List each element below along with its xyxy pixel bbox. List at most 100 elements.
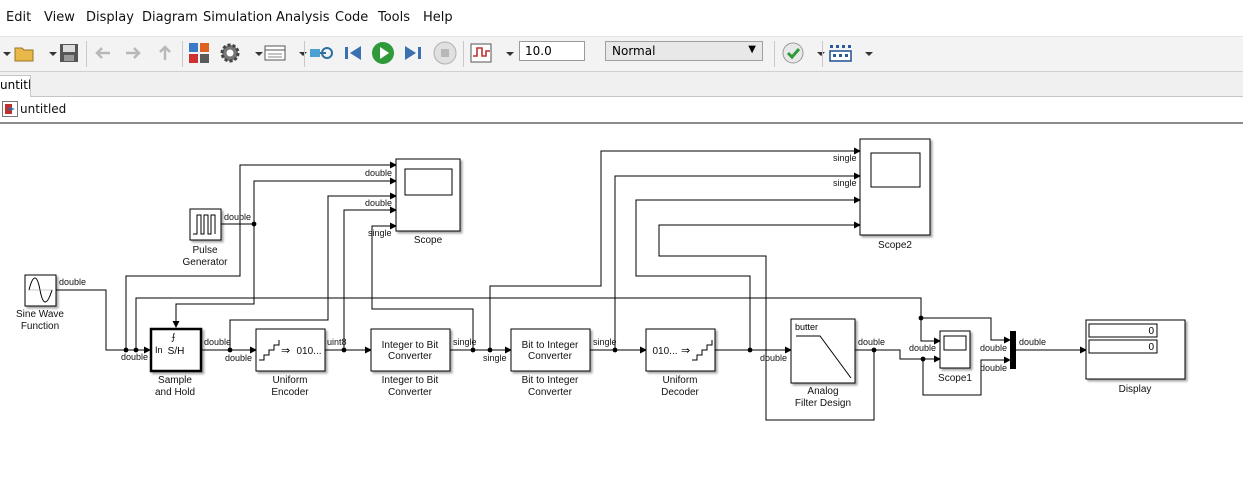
- build-icon[interactable]: [827, 40, 853, 66]
- sig-mux-in2: double: [980, 363, 1007, 373]
- sine-label-1: Sine Wave: [16, 309, 64, 320]
- sine-to-scope-line[interactable]: [125, 161, 397, 350]
- sig-sh-in: double: [121, 352, 148, 362]
- up-icon[interactable]: [152, 40, 178, 66]
- display-label: Display: [1119, 384, 1152, 395]
- menu-display[interactable]: Display: [86, 10, 134, 25]
- dec-to-scope2-line[interactable]: [635, 196, 861, 350]
- filter-label-1: Analog: [807, 386, 838, 397]
- uniform-decoder-block[interactable]: 010... ⇒ Uniform Decoder: [645, 328, 716, 398]
- simulation-mode-select[interactable]: Normal ▼: [605, 41, 763, 61]
- i2b-label-1: Integer to Bit: [382, 375, 439, 386]
- sample-and-hold-block[interactable]: ⨍ In S/H Sample and Hold: [149, 327, 203, 398]
- save-icon[interactable]: [56, 40, 82, 66]
- sig-mux-in1: double: [980, 343, 1007, 353]
- menu-edit[interactable]: Edit: [6, 10, 32, 25]
- filter-to-scope1-line[interactable]: [855, 349, 941, 363]
- chevron-down-icon: ▼: [748, 44, 756, 55]
- pulse-label-1: Pulse: [192, 245, 217, 256]
- bit-to-integer-block[interactable]: Bit to Integer Converter Bit to Integer …: [510, 328, 591, 398]
- pulse-label-2: Generator: [182, 257, 228, 268]
- step-back-icon[interactable]: [340, 40, 366, 66]
- filter-to-scope2-line[interactable]: [658, 221, 875, 421]
- filter-label-2: Filter Design: [795, 398, 851, 409]
- stop-time-input[interactable]: [519, 41, 585, 61]
- sine-wave-block[interactable]: Sine Wave Function: [16, 274, 64, 332]
- b2i-in-to-scope2-line[interactable]: [489, 147, 861, 350]
- model-canvas[interactable]: double double double double double uint8…: [0, 124, 1243, 501]
- b2i-to-scope2-line[interactable]: [614, 172, 861, 350]
- sig-scope-in2: double: [365, 198, 392, 208]
- run-icon[interactable]: [370, 40, 396, 66]
- scope1-block[interactable]: Scope1: [938, 330, 972, 384]
- arrow-icon: ⇒: [681, 345, 690, 357]
- signal-logging-icon[interactable]: [468, 40, 494, 66]
- library-browser-icon[interactable]: [186, 40, 212, 66]
- back-icon[interactable]: [90, 40, 116, 66]
- pulse-to-trigger-line[interactable]: [172, 224, 255, 328]
- model-icon: [2, 101, 18, 117]
- pulse-to-scope-line[interactable]: [253, 177, 397, 224]
- model-config-dropdown-icon[interactable]: [246, 40, 263, 66]
- sh-label-2: and Hold: [155, 387, 195, 398]
- sig-dec-in: double: [760, 353, 787, 363]
- dec-label-1: Uniform: [662, 375, 697, 386]
- trigger-icon: ⨍: [171, 332, 176, 342]
- toolbar: Normal ▼: [0, 36, 1243, 72]
- enc-label-1: Uniform: [272, 375, 307, 386]
- stop-icon[interactable]: [432, 40, 458, 66]
- sig-b2i-out: single: [593, 337, 617, 347]
- menu-bar: Edit View Display Diagram Simulation Ana…: [0, 0, 1243, 36]
- breadcrumb-model[interactable]: untitled: [20, 102, 67, 116]
- mux-block[interactable]: [1010, 331, 1016, 369]
- i2b-to-scope-line[interactable]: [371, 222, 474, 350]
- menu-analysis[interactable]: Analysis: [276, 10, 330, 25]
- menu-code[interactable]: Code: [335, 10, 369, 25]
- sig-scope-in1: double: [365, 168, 392, 178]
- model-config-icon[interactable]: [217, 40, 243, 66]
- sig-scope1-in: double: [909, 343, 936, 353]
- model-explorer-icon[interactable]: [262, 40, 288, 66]
- sh-to-scope-line[interactable]: [229, 192, 397, 350]
- step-forward-icon[interactable]: [400, 40, 426, 66]
- open-dropdown-icon[interactable]: [40, 40, 57, 66]
- menu-tools[interactable]: Tools: [378, 10, 411, 25]
- menu-view[interactable]: View: [44, 10, 75, 25]
- scope-label: Scope: [414, 235, 443, 246]
- b2i-label-1: Bit to Integer: [522, 375, 579, 386]
- check-icon[interactable]: [780, 40, 806, 66]
- menu-diagram[interactable]: Diagram: [142, 10, 198, 25]
- forward-icon[interactable]: [120, 40, 146, 66]
- uniform-encoder-block[interactable]: ⇒ 010... Uniform Encoder: [255, 328, 326, 398]
- menu-help[interactable]: Help: [423, 10, 453, 25]
- scope1-label: Scope1: [938, 373, 972, 384]
- enc-to-scope-line[interactable]: [343, 206, 397, 350]
- sh-label-1: Sample: [158, 375, 192, 386]
- sig-sh-out: double: [204, 337, 231, 347]
- b2i-label-2: Converter: [528, 387, 573, 398]
- sig-enc-out: uint8: [327, 337, 347, 347]
- new-model-icon[interactable]: [0, 40, 14, 66]
- scope-block[interactable]: Scope: [395, 158, 461, 246]
- filter-to-mux-line[interactable]: [922, 356, 1011, 396]
- update-diagram-icon[interactable]: [308, 40, 334, 66]
- open-icon[interactable]: [12, 40, 38, 66]
- model-explorer-dropdown-icon[interactable]: [290, 40, 307, 66]
- tab-untitled[interactable]: untitled: [0, 75, 31, 97]
- build-dropdown-icon[interactable]: [856, 40, 873, 66]
- scope2-block[interactable]: Scope2: [859, 138, 931, 251]
- pulse-generator-block[interactable]: Pulse Generator: [182, 208, 228, 268]
- check-dropdown-icon[interactable]: [808, 40, 825, 66]
- integer-to-bit-block[interactable]: Integer to Bit Converter Integer to Bit …: [370, 328, 451, 398]
- breadcrumb: untitled: [0, 97, 1243, 124]
- i2b-text-2: Converter: [388, 351, 433, 362]
- menu-simulation[interactable]: Simulation: [203, 10, 273, 25]
- sine-to-scope1-line[interactable]: [135, 297, 941, 350]
- sig-enc-in: double: [225, 353, 252, 363]
- analog-filter-block[interactable]: butter Analog Filter Design: [790, 318, 856, 409]
- block-diagram: double double double double double uint8…: [16, 138, 1186, 421]
- display-block[interactable]: 0 0 Display: [1085, 319, 1186, 395]
- signal-logging-dropdown-icon[interactable]: [497, 40, 514, 66]
- sig-sine-out: double: [59, 277, 86, 287]
- sine-to-mux-line[interactable]: [921, 317, 1011, 344]
